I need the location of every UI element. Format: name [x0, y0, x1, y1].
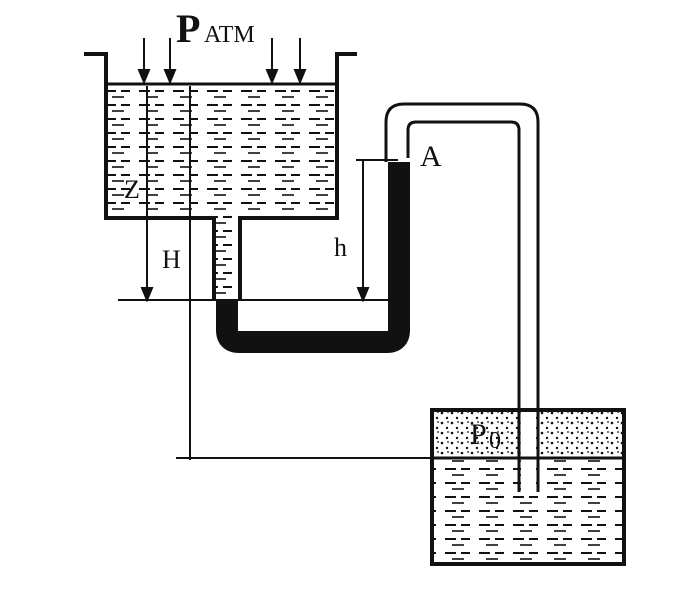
- siphon-tube: [384, 102, 540, 492]
- upper-tank: [84, 52, 357, 300]
- point-a-label: A: [420, 140, 442, 173]
- p0-subscript: 0: [489, 428, 501, 454]
- h-lower-label: h: [334, 233, 347, 262]
- lower-tank-wall: [430, 408, 626, 566]
- upper-tank-water: [108, 84, 335, 216]
- p-atm-subscript: ATM: [204, 22, 255, 48]
- atm-arrows: [137, 38, 307, 85]
- siphon-tube-gap: [521, 410, 536, 492]
- z-label: Z: [124, 175, 140, 204]
- upper-tank-neck-water: [216, 214, 238, 300]
- mercury-u-tube: [216, 162, 410, 353]
- dimension-lines: [118, 86, 432, 460]
- p0-label: P: [470, 418, 487, 451]
- h-upper-label: H: [162, 245, 181, 274]
- p-atm-label: P: [176, 6, 200, 51]
- lower-tank: [430, 408, 626, 566]
- upper-tank-wall: [84, 52, 357, 300]
